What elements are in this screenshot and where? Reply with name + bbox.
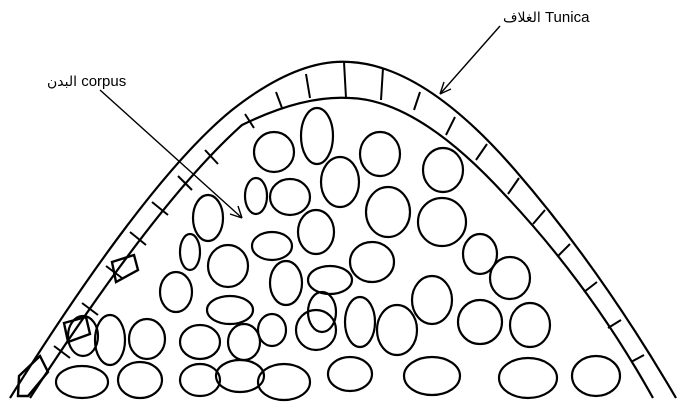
corpus-arrow <box>100 90 242 218</box>
tunica-label-english: Tunica <box>545 9 589 26</box>
label-arrows <box>100 26 500 218</box>
corpus-label-english: corpus <box>81 73 126 90</box>
tunica-arrow <box>440 26 500 94</box>
corpus-cells <box>56 108 620 400</box>
tunica-cell-walls <box>54 62 644 362</box>
tunica-outer-boundary <box>10 62 676 398</box>
tunica-label-arabic: الغلاف <box>503 10 541 26</box>
corpus-label-arabic: البدن <box>47 74 77 90</box>
tunica-label: الغلاف Tunica <box>503 10 589 25</box>
corpus-label: البدن corpus <box>47 74 126 89</box>
